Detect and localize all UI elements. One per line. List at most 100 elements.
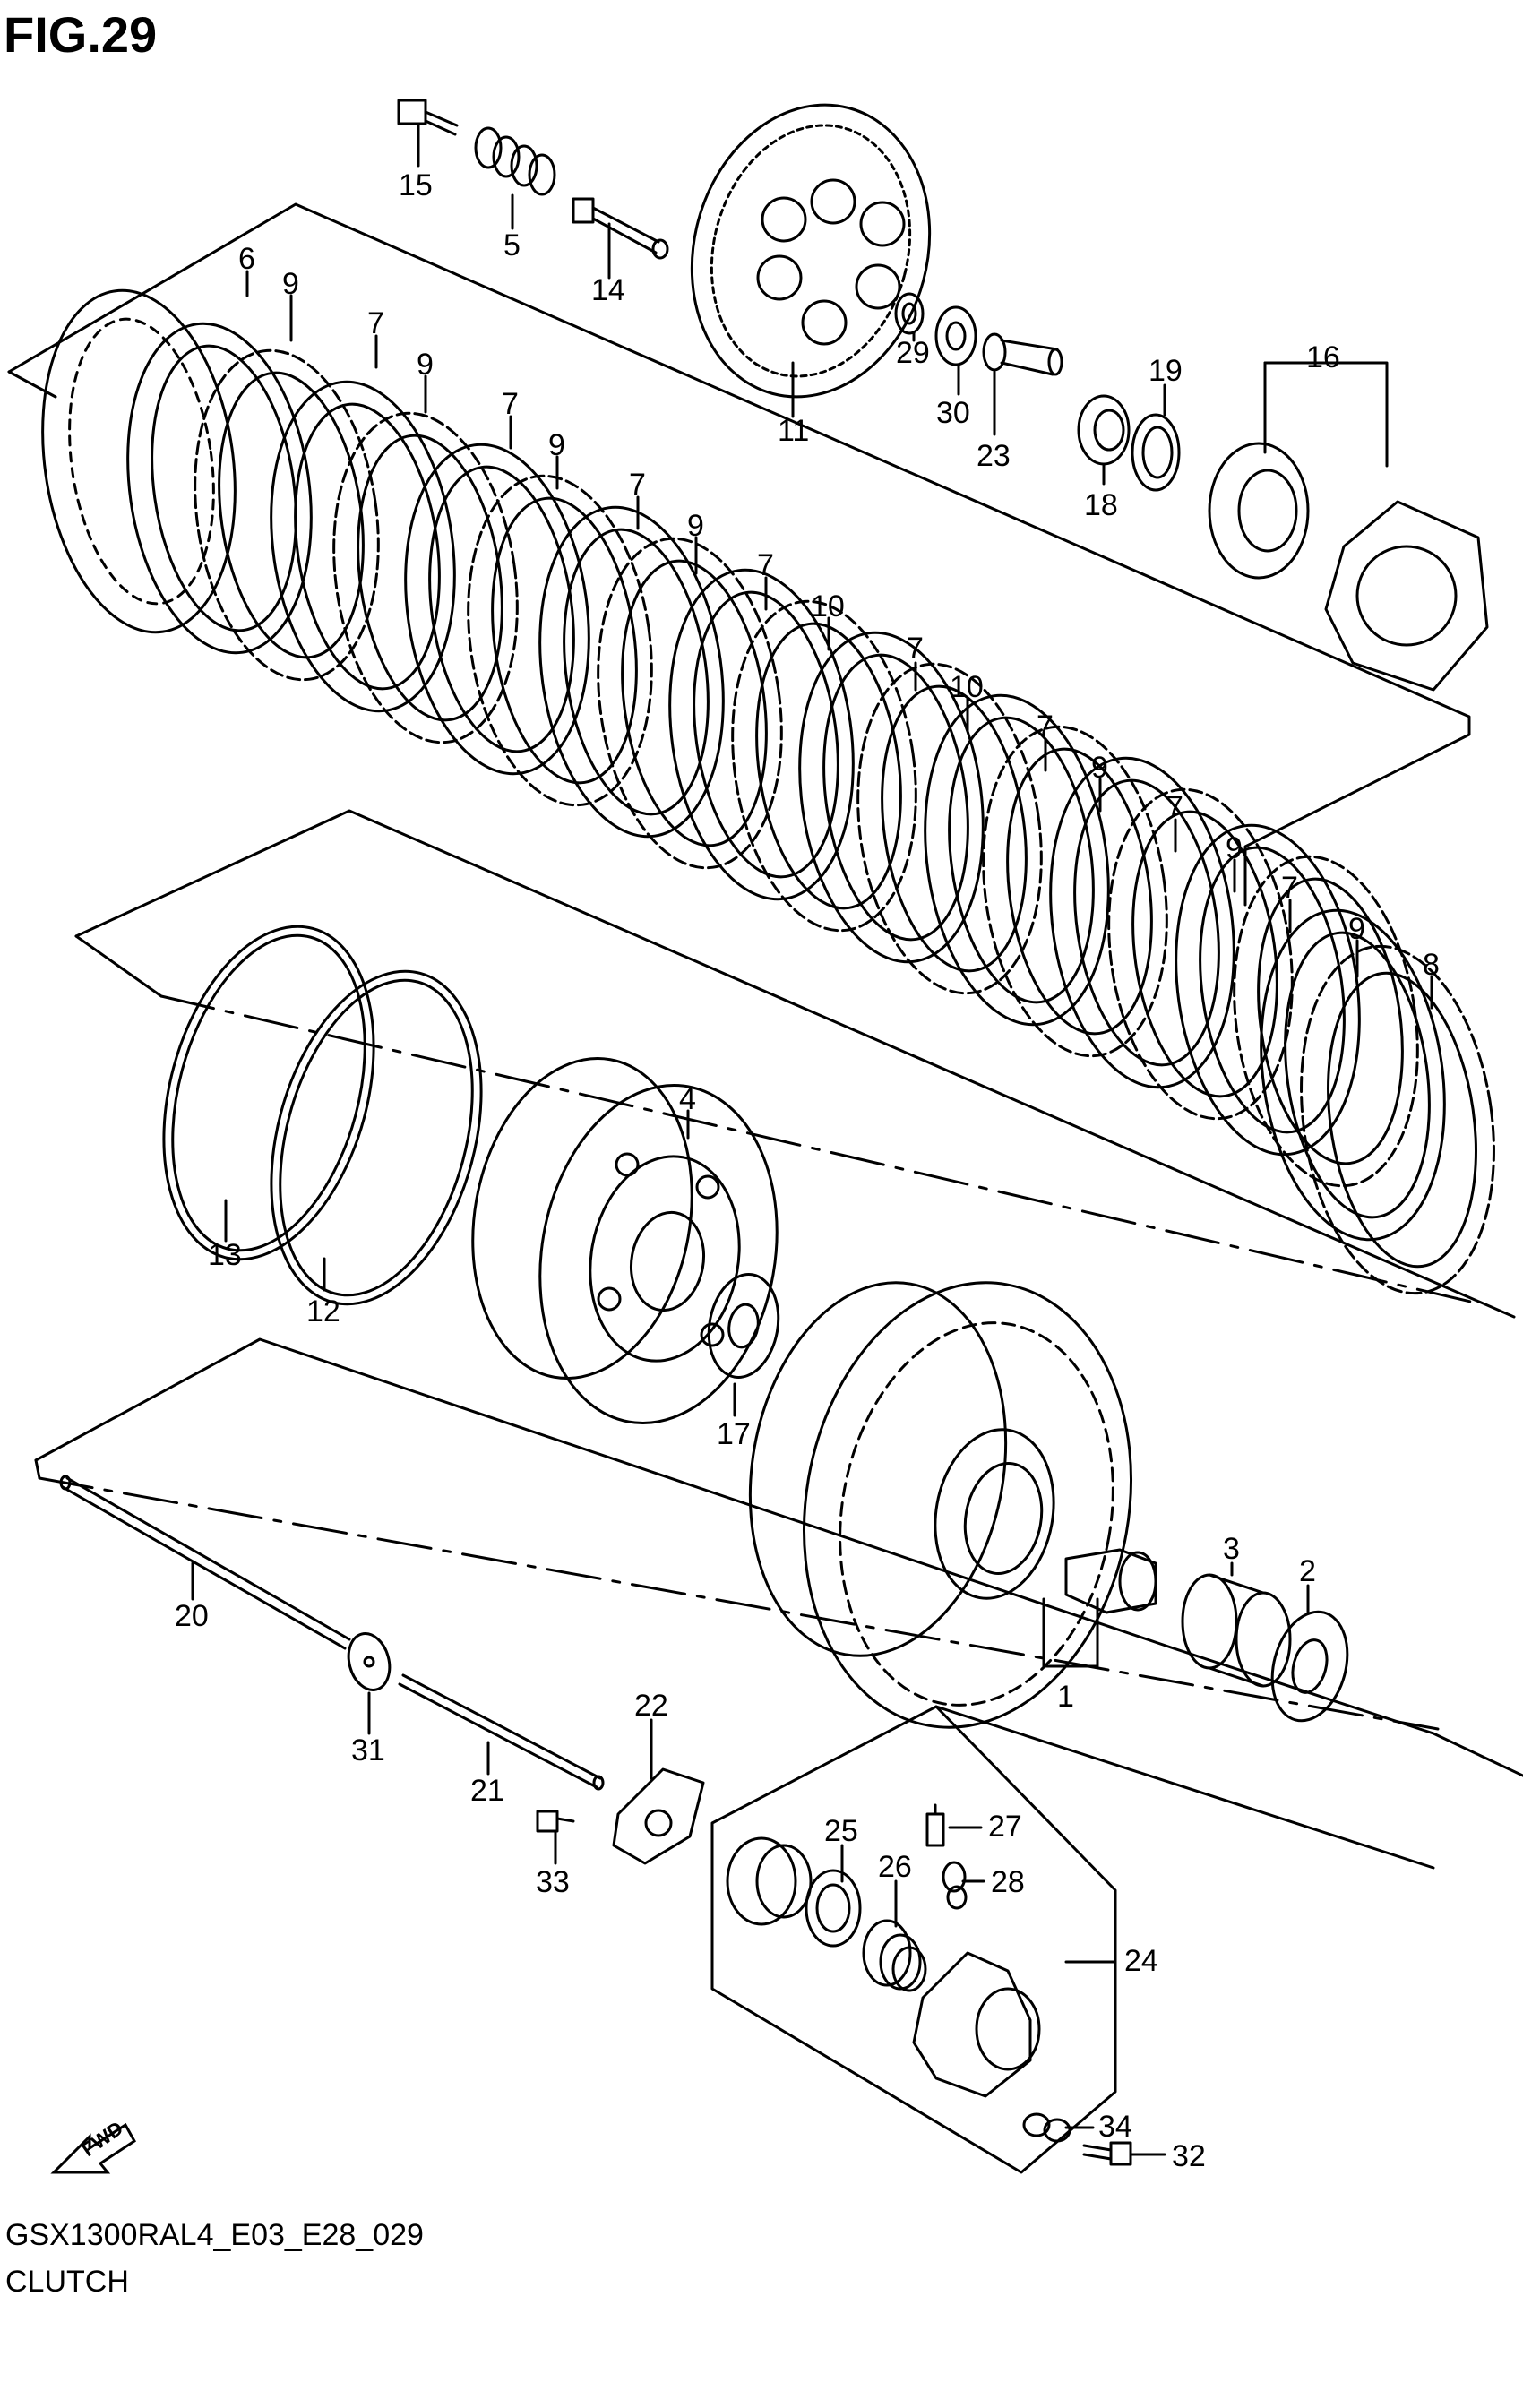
bolt-15 <box>397 99 459 136</box>
callout-4: 4 <box>679 1082 696 1116</box>
callout-20: 20 <box>175 1599 209 1633</box>
callout-9d: 9 <box>687 509 704 543</box>
dowel-34 <box>1022 2112 1071 2143</box>
callout-9g: 9 <box>1348 912 1365 946</box>
callout-11: 11 <box>778 414 809 448</box>
friction-plate-7a <box>194 348 380 682</box>
callout-6: 6 <box>238 242 255 276</box>
callout-1: 1 <box>1057 1680 1074 1714</box>
callout-5: 5 <box>503 228 521 262</box>
nut-18 <box>1077 394 1131 466</box>
callout-7e: 7 <box>907 632 924 666</box>
release-cylinder-24 <box>912 1951 1041 2098</box>
callout-30: 30 <box>936 396 970 430</box>
callout-22: 22 <box>634 1689 668 1723</box>
callout-19: 19 <box>1149 354 1183 388</box>
frame-lower <box>34 1337 1523 1777</box>
steel-plate-9h <box>1260 908 1446 1242</box>
callout-9f: 9 <box>1226 831 1243 865</box>
leader-1 <box>1042 1597 1099 1668</box>
callout-7b: 7 <box>502 387 519 421</box>
callout-7d: 7 <box>757 548 774 582</box>
push-rod-23 <box>982 332 1063 376</box>
steel-plate-10b <box>924 693 1110 1027</box>
callout-9a: 9 <box>282 267 299 301</box>
spring-washer-12 <box>270 969 483 1306</box>
friction-plate-7b <box>332 411 519 744</box>
callout-23: 23 <box>977 439 1011 473</box>
friction-plate-7d <box>597 537 783 870</box>
pin-14 <box>572 197 669 260</box>
steel-plate-10a <box>798 631 985 964</box>
washer-19 <box>1131 413 1181 492</box>
callout-18: 18 <box>1084 488 1118 522</box>
steel-plate-9a <box>126 322 313 655</box>
oil-seal-cover-22 <box>612 1767 705 1865</box>
spring-seat-13 <box>162 924 375 1261</box>
callout-13: 13 <box>208 1238 242 1272</box>
diagram-name: CLUTCH <box>5 2265 129 2299</box>
callout-9e: 9 <box>1091 751 1108 785</box>
diagram-code: GSX1300RAL4_E03_E28_029 <box>5 2218 424 2252</box>
friction-plate-6 <box>41 288 237 634</box>
frame-lower-right <box>934 1705 1435 1870</box>
bolt-32 <box>1082 2141 1132 2166</box>
steel-plate-9f <box>1049 756 1235 1089</box>
callout-2: 2 <box>1299 1554 1316 1588</box>
callout-24: 24 <box>1124 1944 1158 1978</box>
seal-25 <box>805 1869 862 1948</box>
push-rod-20 <box>59 1475 351 1650</box>
callout-15: 15 <box>399 168 433 202</box>
callout-26: 26 <box>878 1850 912 1884</box>
push-rod-21 <box>398 1673 605 1791</box>
frame-upper-left <box>7 370 57 399</box>
callout-25: 25 <box>824 1814 858 1848</box>
friction-plate-7e <box>731 599 917 933</box>
frame-lower-left <box>34 1458 41 1480</box>
frame-middle-foot <box>74 934 163 998</box>
callout-17: 17 <box>717 1417 751 1451</box>
steel-plate-9d <box>538 505 725 838</box>
callout-21: 21 <box>470 1774 504 1808</box>
spring-5 <box>474 126 556 196</box>
callout-9c: 9 <box>548 428 565 462</box>
callout-12: 12 <box>306 1294 340 1329</box>
callout-10a: 10 <box>811 589 845 624</box>
washer-17 <box>707 1273 780 1379</box>
leader-16b <box>1263 361 1389 468</box>
bleeder-valve-27 <box>925 1803 945 1847</box>
thrust-washer-2 <box>1270 1610 1349 1723</box>
callout-32: 32 <box>1172 2139 1206 2173</box>
cam-16 <box>1208 442 1489 692</box>
callout-33: 33 <box>536 1865 570 1899</box>
callout-8: 8 <box>1423 948 1440 982</box>
callout-16: 16 <box>1306 340 1340 374</box>
forward-arrow-icon: FWD <box>50 2117 136 2174</box>
primary-driven-gear-1 <box>748 1281 1157 1729</box>
callouts: 15 5 1 4 11 2 9 30 23 18 19 16 6 9 7 9 7 9… <box>175 168 1440 2173</box>
cap-28 <box>942 1861 968 1910</box>
friction-plate-8 <box>1300 944 1495 1295</box>
callout-28: 28 <box>991 1865 1025 1899</box>
frame-middle-dash <box>159 994 1480 1305</box>
friction-plate-7g <box>982 725 1168 1058</box>
callout-7h: 7 <box>1281 871 1298 905</box>
friction-plate-7c <box>467 474 653 807</box>
frame-middle <box>74 809 1516 1319</box>
friction-plate-7i <box>1233 855 1419 1188</box>
callout-34: 34 <box>1098 2110 1132 2144</box>
figure-title: FIG.29 <box>4 6 158 63</box>
pressure-plate-11 <box>690 103 932 399</box>
callout-10b: 10 <box>950 670 984 704</box>
washer-31 <box>347 1632 392 1691</box>
callout-31: 31 <box>351 1733 385 1767</box>
callout-27: 27 <box>988 1810 1022 1844</box>
washer-29 <box>894 292 925 335</box>
callout-3: 3 <box>1223 1532 1240 1566</box>
spring-26 <box>862 1919 927 1992</box>
frame-release <box>710 1705 1117 2174</box>
bearing-30 <box>934 305 977 366</box>
needle-bearing-3 <box>1181 1573 1292 1688</box>
frame-lower-dash <box>38 1476 1440 1731</box>
